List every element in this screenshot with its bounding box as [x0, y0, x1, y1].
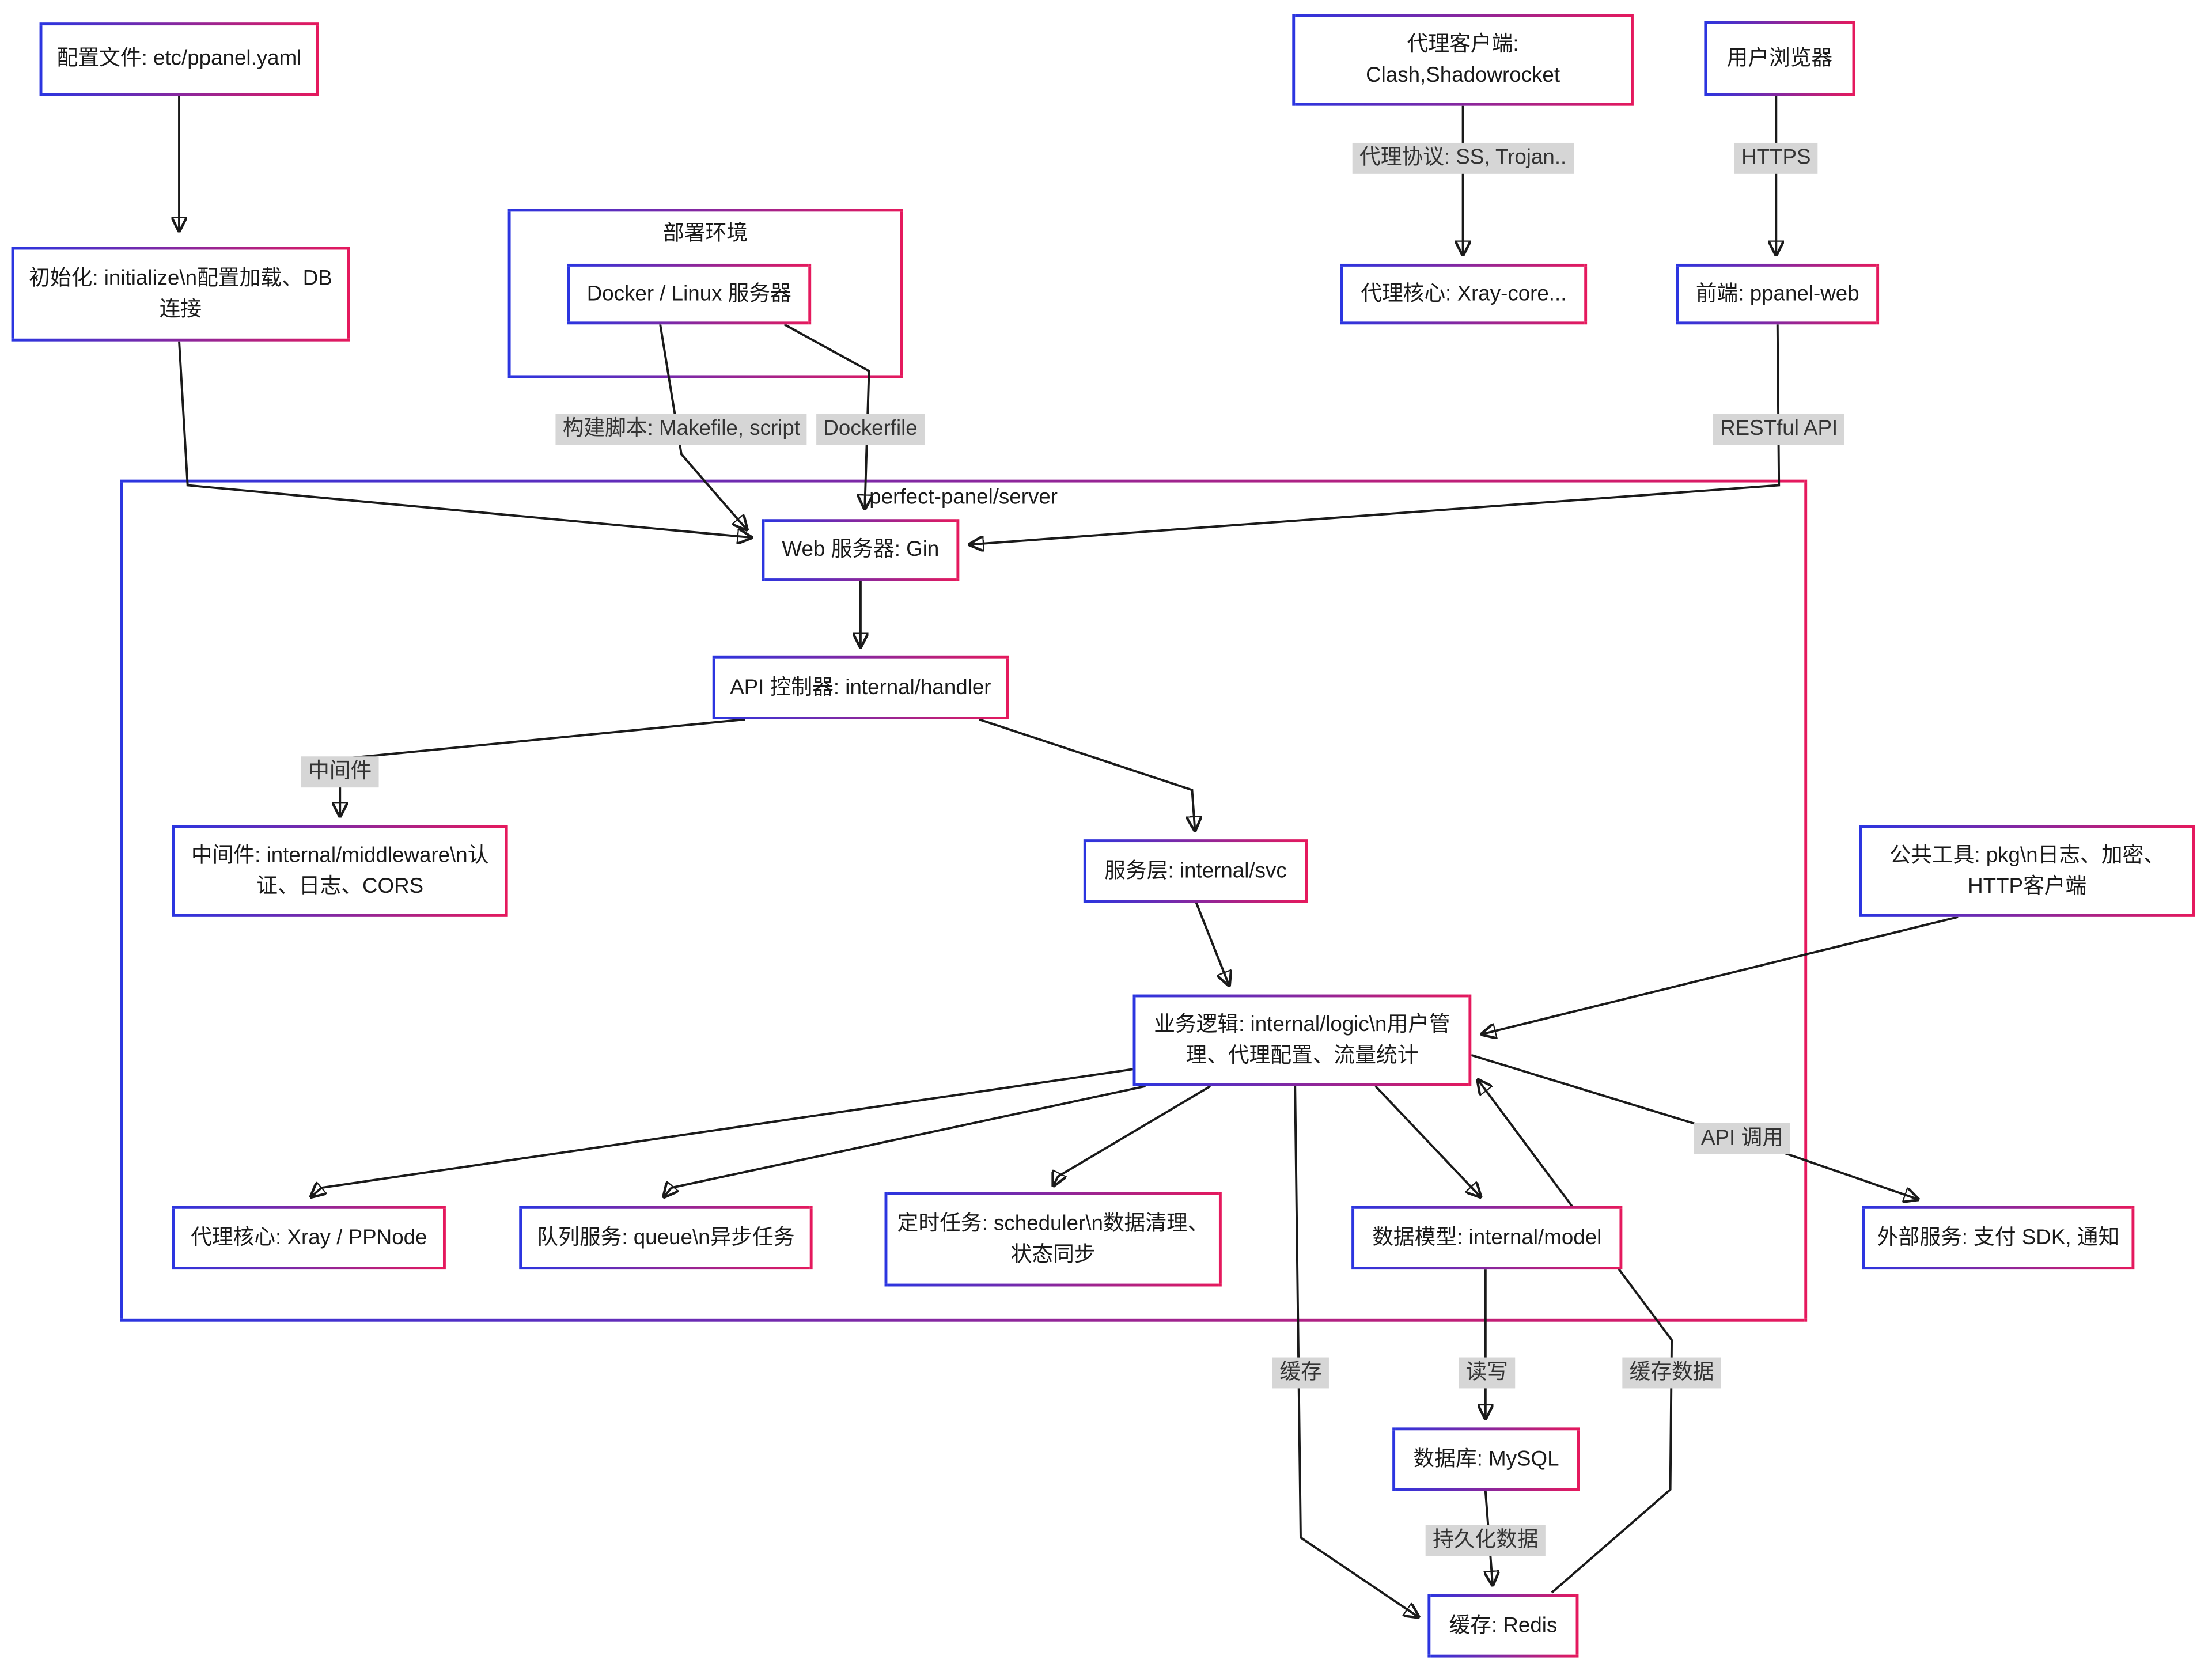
- node-initialize: 初始化: initialize\n配置加载、DB连接: [11, 247, 350, 342]
- node-data-model: 数据模型: internal/model: [1351, 1206, 1623, 1270]
- node-queue-service-label: 队列服务: queue\n异步任务: [537, 1225, 795, 1249]
- edge-redis-to-logic: [1479, 1081, 1673, 1594]
- node-proxy-client: 代理客户端: Clash,Shadowrocket: [1292, 14, 1634, 106]
- node-browser: 用户浏览器: [1704, 21, 1855, 96]
- edge-handler-to-svc: [978, 718, 1195, 829]
- edge-svc-to-logic: [1195, 902, 1229, 984]
- node-external-service-label: 外部服务: 支付 SDK, 通知: [1877, 1225, 2120, 1249]
- node-browser-label: 用户浏览器: [1726, 46, 1833, 70]
- node-redis: 缓存: Redis: [1427, 1594, 1579, 1658]
- node-config-file-label: 配置文件: etc/ppanel.yaml: [56, 47, 302, 71]
- edge-ppanelweb-to-gin: [971, 324, 1781, 544]
- node-data-model-label: 数据模型: internal/model: [1372, 1225, 1602, 1249]
- edge-logic-to-queue: [664, 1085, 1146, 1196]
- edge-label-build-script: 构建脚本: Makefile, script: [555, 414, 808, 444]
- node-business-logic: 业务逻辑: internal/logic\n用户管理、代理配置、流量统计: [1132, 994, 1472, 1086]
- edge-label-persist: 持久化数据: [1425, 1525, 1546, 1556]
- node-middleware-label: 中间件: internal/middleware\n认证、日志、CORS: [191, 843, 489, 898]
- node-docker-server: Docker / Linux 服务器: [567, 263, 812, 325]
- edge-logic-to-scheduler: [1054, 1085, 1211, 1185]
- edge-docker-buildscript-to-gin: [659, 324, 746, 529]
- edge-logic-to-redis: [1294, 1086, 1418, 1617]
- edge-label-api-call: API 调用: [1694, 1123, 1791, 1154]
- node-xray-core-label: 代理核心: Xray-core...: [1361, 281, 1567, 306]
- node-mysql-label: 数据库: MySQL: [1413, 1446, 1559, 1471]
- node-ppanel-web: 前端: ppanel-web: [1676, 263, 1880, 325]
- edge-label-read-write: 读写: [1459, 1357, 1516, 1388]
- edge-label-cache: 缓存: [1272, 1357, 1329, 1388]
- edge-logic-to-ppnode: [312, 1068, 1133, 1196]
- node-initialize-label: 初始化: initialize\n配置加载、DB连接: [29, 266, 332, 321]
- node-redis-label: 缓存: Redis: [1449, 1613, 1558, 1638]
- node-svc-layer-label: 服务层: internal/svc: [1104, 858, 1287, 883]
- node-api-handler-label: API 控制器: internal/handler: [730, 675, 991, 699]
- edge-logic-to-model: [1374, 1085, 1480, 1196]
- node-config-file: 配置文件: etc/ppanel.yaml: [39, 22, 319, 96]
- edge-label-dockerfile: Dockerfile: [816, 414, 925, 444]
- edge-docker-dockerfile-to-gin: [783, 323, 869, 507]
- node-gin-server: Web 服务器: Gin: [762, 519, 960, 581]
- node-middleware: 中间件: internal/middleware\n认证、日志、CORS: [172, 825, 508, 917]
- edge-init-to-gin: [178, 341, 751, 537]
- node-pkg-utils: 公共工具: pkg\n日志、加密、HTTP客户端: [1859, 825, 2195, 917]
- node-queue-service: 队列服务: queue\n异步任务: [519, 1206, 813, 1270]
- node-gin-server-label: Web 服务器: Gin: [782, 537, 940, 562]
- node-scheduler-label: 定时任务: scheduler\n数据清理、状态同步: [897, 1211, 1209, 1266]
- node-business-logic-label: 业务逻辑: internal/logic\n用户管理、代理配置、流量统计: [1154, 1012, 1450, 1067]
- node-mysql: 数据库: MySQL: [1392, 1427, 1580, 1491]
- edge-label-https: HTTPS: [1734, 142, 1818, 173]
- node-proxy-client-label: 代理客户端: Clash,Shadowrocket: [1366, 32, 1560, 87]
- edge-label-middleware: 中间件: [301, 756, 379, 787]
- edge-label-proxy-protocol: 代理协议: SS, Trojan..: [1352, 142, 1574, 173]
- edge-handler-to-middleware: [340, 718, 745, 816]
- node-proxy-core-ppnode: 代理核心: Xray / PPNode: [172, 1206, 446, 1270]
- subgraph-deploy-env-title: 部署环境: [663, 221, 748, 246]
- node-external-service: 外部服务: 支付 SDK, 通知: [1862, 1206, 2135, 1270]
- node-ppanel-web-label: 前端: ppanel-web: [1695, 281, 1859, 306]
- node-xray-core: 代理核心: Xray-core...: [1340, 263, 1588, 325]
- node-docker-server-label: Docker / Linux 服务器: [586, 281, 791, 306]
- node-pkg-utils-label: 公共工具: pkg\n日志、加密、HTTP客户端: [1889, 843, 2165, 898]
- node-scheduler: 定时任务: scheduler\n数据清理、状态同步: [884, 1192, 1222, 1287]
- node-proxy-core-ppnode-label: 代理核心: Xray / PPNode: [191, 1225, 427, 1249]
- subgraph-server-title: perfect-panel/server: [869, 485, 1058, 510]
- edge-pkg-to-logic: [1483, 915, 1959, 1034]
- node-api-handler: API 控制器: internal/handler: [712, 655, 1009, 719]
- edge-label-cache-data: 缓存数据: [1622, 1357, 1721, 1388]
- node-svc-layer: 服务层: internal/svc: [1083, 839, 1308, 903]
- edge-label-restful-api: RESTful API: [1713, 414, 1845, 444]
